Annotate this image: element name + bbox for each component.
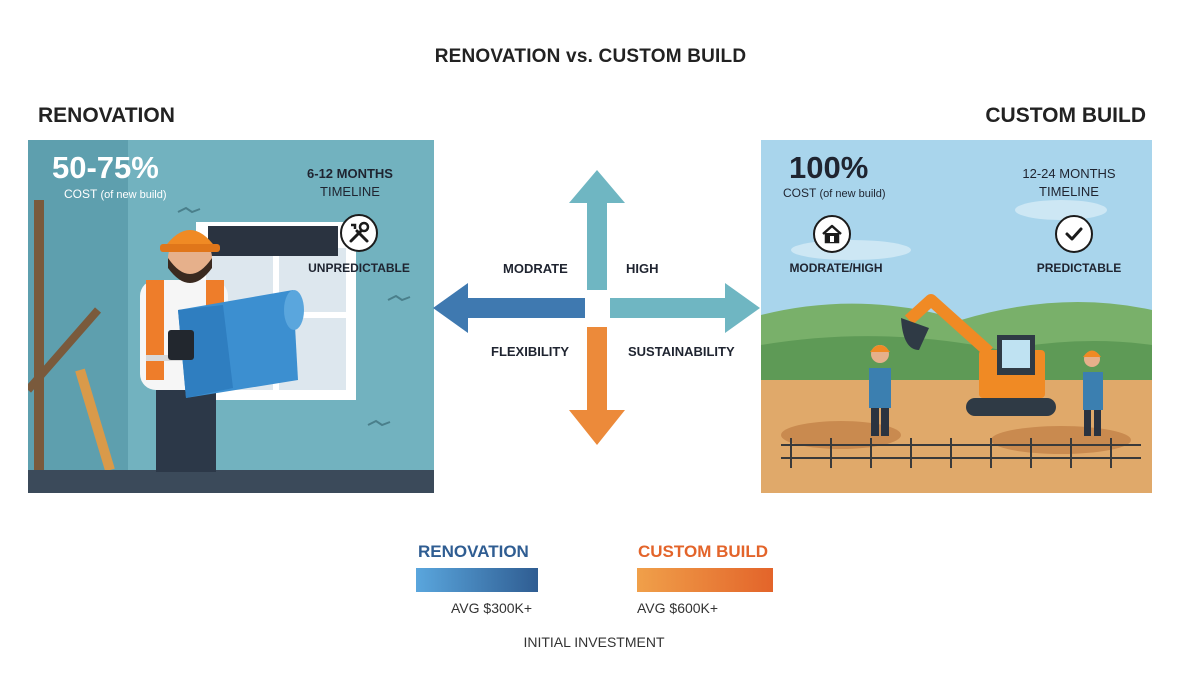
custom-build-heading: CUSTOM BUILD bbox=[985, 104, 1146, 127]
custom-build-home-label: MODRATE/HIGH bbox=[789, 261, 883, 275]
renovation-timeline-value: 6-12 MONTHS bbox=[307, 166, 393, 181]
renovation-cost-label-text: COST bbox=[64, 187, 98, 201]
custom-build-illustration bbox=[761, 140, 1152, 493]
legend-caption: INITIAL INVESTMENT bbox=[523, 634, 665, 650]
arrow-down-icon bbox=[569, 327, 625, 445]
legend-custom-build-bar bbox=[637, 568, 773, 592]
page-title: RENOVATION vs. CUSTOM BUILD bbox=[434, 46, 747, 67]
renovation-timeline-label: TIMELINE bbox=[320, 183, 380, 199]
renovation-cost-label: COST (of new build) bbox=[64, 187, 167, 201]
center-top-right-label: HIGH bbox=[626, 261, 659, 276]
checkmark-icon bbox=[1055, 215, 1093, 253]
custom-build-cost-value: 100% bbox=[789, 150, 869, 185]
house-icon bbox=[813, 215, 851, 253]
center-arrows bbox=[433, 170, 760, 445]
custom-build-predictability: PREDICTABLE bbox=[1036, 261, 1122, 275]
custom-build-timeline: 12-24 MONTHS TIMELINE bbox=[1009, 165, 1129, 200]
legend-custom-build-avg: AVG $600K+ bbox=[637, 600, 719, 616]
custom-build-cost-label: COST (of new build) bbox=[783, 186, 886, 200]
renovation-panel: 50-75% COST (of new build) 6-12 MONTHS T… bbox=[28, 140, 434, 493]
renovation-heading: RENOVATION bbox=[38, 104, 175, 127]
legend-renovation-label: RENOVATION bbox=[418, 542, 529, 561]
custom-build-cost-note: (of new build) bbox=[819, 188, 886, 200]
custom-build-timeline-label: TIMELINE bbox=[1039, 183, 1099, 199]
center-bottom-left-label: FLEXIBILITY bbox=[491, 344, 569, 359]
arrow-up-icon bbox=[569, 170, 625, 290]
renovation-cost-note: (of new build) bbox=[100, 189, 167, 201]
arrow-right-icon bbox=[610, 283, 760, 333]
center-bottom-right-label: SUSTAINABILITY bbox=[628, 344, 735, 359]
legend-custom-build-label: CUSTOM BUILD bbox=[638, 542, 769, 561]
custom-build-timeline-value: 12-24 MONTHS bbox=[1022, 166, 1116, 181]
custom-build-cost-label-text: COST bbox=[783, 186, 817, 200]
legend-renovation-bar bbox=[416, 568, 538, 592]
renovation-illustration bbox=[28, 140, 434, 493]
arrow-left-icon bbox=[433, 283, 585, 333]
renovation-predictability: UNPREDICTABLE bbox=[308, 261, 410, 275]
renovation-cost-value: 50-75% bbox=[52, 150, 159, 185]
renovation-timeline: 6-12 MONTHS TIMELINE bbox=[290, 165, 410, 200]
custom-build-panel: 100% COST (of new build) 12-24 MONTHS TI… bbox=[761, 140, 1152, 493]
center-top-left-label: MODRATE bbox=[503, 261, 568, 276]
legend-renovation-avg: AVG $300K+ bbox=[451, 600, 533, 616]
tools-icon bbox=[340, 214, 378, 252]
